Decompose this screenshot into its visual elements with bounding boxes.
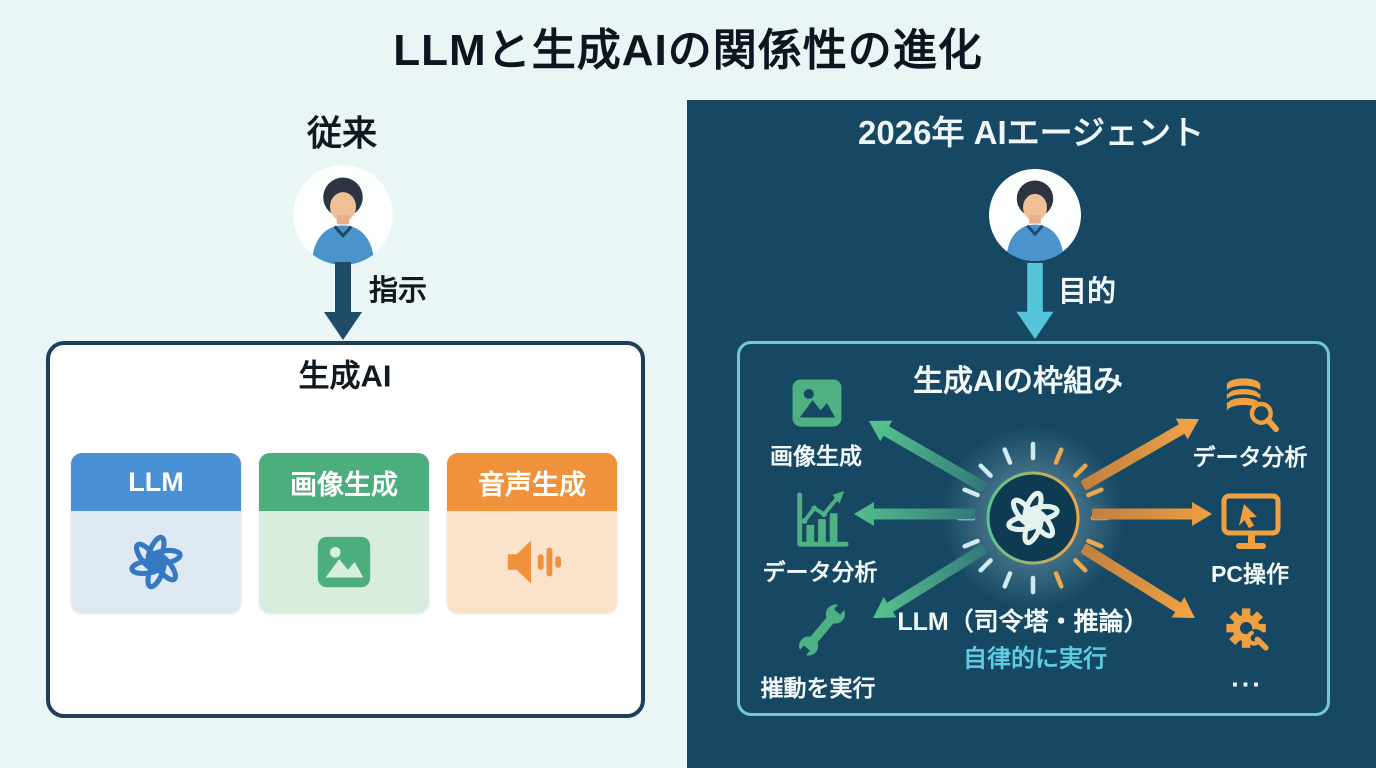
image-icon [792,379,842,427]
node-label-pc-operation: PC操作 [1211,561,1289,587]
instruction-arrow-icon [323,262,363,342]
gear-wrench-icon [1226,608,1266,648]
capability-cards: LLM 画像生成 音声生成 [71,453,617,613]
ai-framework-box-title: 生成AIの枠組み [913,365,1123,398]
arrow-to-execute-actions [873,544,988,618]
node-label-ellipsis: ... [1231,662,1263,693]
node-label-data-analysis-left: データ分析 [762,559,878,585]
generative-ai-box-title: 生成AI [298,358,392,394]
instruction-arrow-label: 指示 [368,275,428,307]
card-voice-generation-label: 音声生成 [447,453,617,511]
user-avatar-left [291,163,395,267]
node-label-image-generation: 画像生成 [770,443,862,469]
arrow-to-pc-operation [1092,502,1212,526]
bar-chart-icon [799,490,847,545]
monitor-cursor-icon [1224,496,1278,549]
image-icon [313,531,375,593]
node-label-data-analysis-right: データ分析 [1192,444,1308,470]
card-image-generation-label: 画像生成 [259,453,429,511]
node-label-execute-actions: 摧動を実行 [760,675,876,701]
openai-logo-icon [124,530,188,594]
card-voice-generation: 音声生成 [447,453,617,613]
ai-framework-box [737,341,1330,716]
arrow-to-image-generation [868,420,988,493]
right-heading: 2026年 AIエージェント [858,114,1204,151]
arrow-to-data-analysis-left [854,502,975,526]
left-heading: 従来 [306,114,378,154]
hub-label: LLM（司令塔・推論） [897,608,1149,636]
database-search-icon [1226,378,1277,430]
card-llm-label: LLM [71,453,241,511]
arrow-to-data-analysis-right [1080,418,1200,491]
page-title: LLMと生成AIの関係性の進化 [393,26,983,75]
hub-sub-label: 自律的に実行 [963,645,1107,673]
hub-arrows [854,418,1212,618]
speaker-icon [501,531,563,593]
wrench-icon [793,601,851,659]
agent-hub-diagram [792,378,1278,659]
card-llm: LLM [71,453,241,613]
card-image-generation: 画像生成 [259,453,429,613]
goal-arrow-label: 目的 [1057,276,1117,308]
arrow-to-other-tools [1080,544,1195,618]
